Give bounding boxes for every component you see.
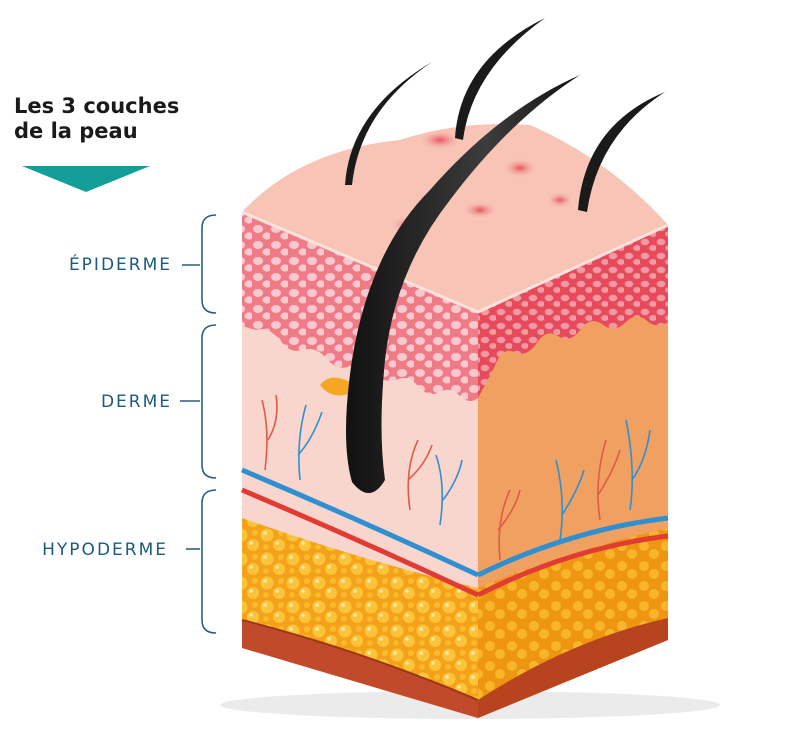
layer-brackets (180, 215, 216, 633)
bracket-epiderme (202, 215, 216, 313)
bracket-derme (202, 325, 216, 478)
bracket-hypoderme (202, 490, 216, 633)
